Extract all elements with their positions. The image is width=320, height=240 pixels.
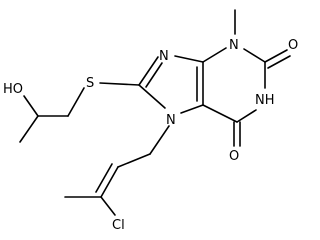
atom-ho: HO	[3, 82, 23, 97]
bond-ch-c-double	[95, 163, 113, 193]
bond-ch-c	[100, 166, 119, 198]
bond-s-ch2	[67, 87, 85, 117]
atom-n3: N	[229, 38, 239, 53]
bond-c-cl	[100, 196, 116, 216]
bond-c5-n7	[180, 104, 204, 114]
atom-nh1: NH	[255, 93, 275, 108]
atom-cl: Cl	[112, 218, 125, 233]
bond-n3-c2	[243, 48, 266, 63]
atom-n7: N	[166, 113, 176, 128]
bond-choh-ch3	[19, 115, 39, 143]
bond-c6-c5	[202, 104, 238, 123]
bond-n7-ch2	[149, 125, 170, 155]
bond-choh-oh	[23, 95, 39, 117]
atom-o2: O	[288, 38, 298, 53]
bond-c4-n3	[202, 47, 227, 63]
atom-labels: N N N NH O O S HO Cl	[3, 38, 298, 233]
molecule-diagram: N N N NH O O S HO Cl	[3, 9, 298, 233]
atom-o6: O	[229, 149, 239, 164]
bond-c2-o	[264, 49, 288, 63]
bond-n7-c8	[138, 84, 166, 109]
bond-c8-n9-double	[145, 62, 163, 88]
bond-n9-c4	[174, 55, 204, 63]
atom-n9: N	[159, 49, 169, 64]
bond-c2-o-double	[267, 55, 291, 69]
bond-ch2-ch	[117, 153, 151, 168]
bonds	[19, 9, 291, 216]
bond-n1-c6	[236, 109, 257, 123]
bond-c8-n9	[138, 56, 159, 86]
atom-s: S	[86, 76, 94, 91]
bond-c8-s	[99, 82, 140, 86]
structure-canvas: N N N NH O O S HO Cl	[3, 9, 299, 233]
